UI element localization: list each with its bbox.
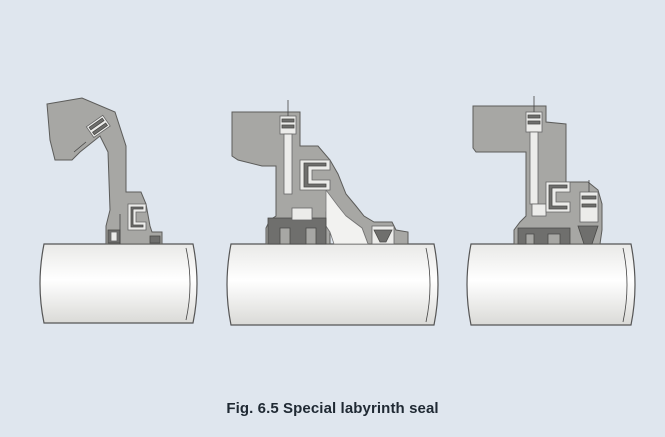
housing-3 — [472, 96, 603, 245]
lip-seal-3 — [577, 180, 599, 245]
shaft-1 — [39, 243, 198, 324]
seal-2 — [226, 100, 439, 326]
grease-nipple-3 — [525, 96, 543, 133]
lip-seal-2 — [371, 225, 395, 245]
seal-3 — [466, 96, 636, 326]
grease-nipple-2 — [279, 100, 297, 135]
housing-2 — [231, 100, 409, 245]
shaft-3 — [466, 243, 636, 326]
shaft-2 — [226, 243, 439, 326]
seal-1 — [39, 97, 198, 324]
grease-nipple-1 — [73, 114, 111, 153]
housing-1 — [46, 97, 163, 245]
figure-caption: Fig. 6.5 Special labyrinth seal — [226, 400, 439, 417]
